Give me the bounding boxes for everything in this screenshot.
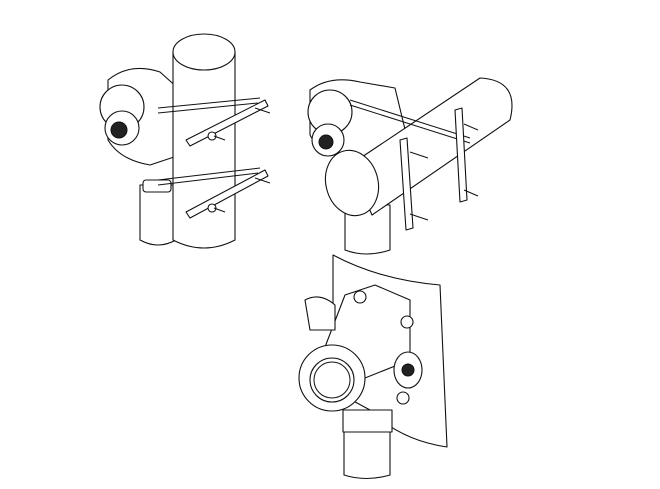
detector-sensor-port-2	[318, 134, 334, 150]
detector-window	[309, 357, 355, 403]
vertical-pipe	[172, 51, 236, 249]
cable-gland-3	[342, 409, 393, 433]
vertical-pipe-mount-figure	[99, 33, 271, 249]
detector-lower-cylinder-3	[343, 419, 391, 480]
pipe-front-end	[324, 149, 380, 217]
upper-clamp	[157, 97, 271, 147]
clamp-bar-back	[454, 107, 468, 203]
horizontal-pipe	[349, 77, 513, 216]
lower-clamp	[157, 167, 271, 219]
detector-lower-cylinder	[139, 184, 177, 246]
cable-gland	[142, 179, 172, 193]
clamp-bar-front	[399, 137, 414, 231]
horizontal-pipe-mount-figure	[307, 77, 513, 255]
detector-sensor-port	[110, 121, 128, 139]
pipe-top-end	[172, 33, 236, 71]
wall-mount-figure	[298, 254, 448, 480]
detector-lower-cylinder-2	[344, 204, 391, 255]
